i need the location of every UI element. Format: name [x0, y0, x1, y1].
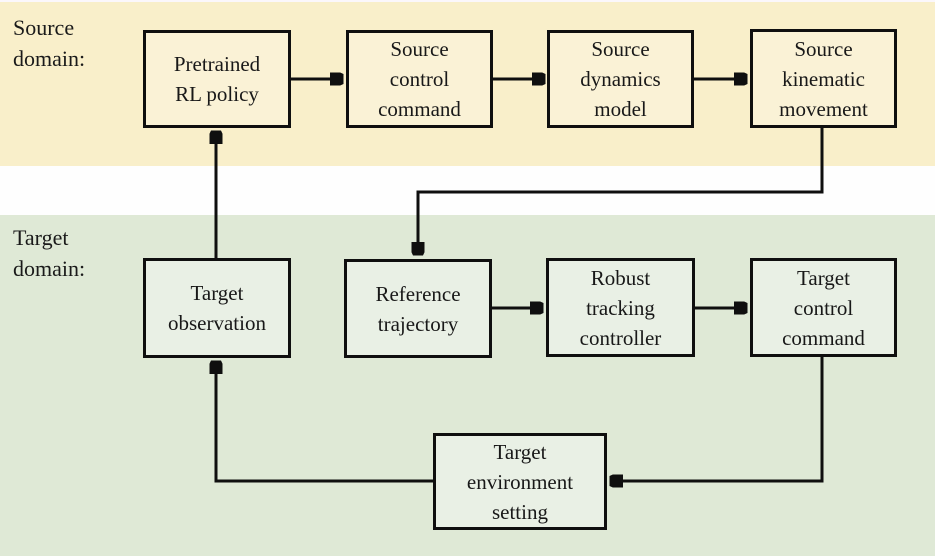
node-pretrained-rl-policy: Pretrained RL policy [143, 30, 291, 128]
node-target-environment-setting: Target environment setting [433, 433, 607, 530]
node-target-control-command: Target control command [750, 258, 897, 357]
node-source-control-command: Source control command [346, 30, 493, 128]
domain-gap-band [0, 166, 935, 215]
node-target-observation: Target observation [143, 258, 291, 358]
target-domain-label: Target domain: [13, 225, 86, 281]
node-reference-trajectory: Reference trajectory [344, 259, 492, 358]
top-edge-sliver [0, 0, 935, 2]
node-source-dynamics-model: Source dynamics model [547, 30, 694, 128]
node-source-kinematic-movement: Source kinematic movement [750, 29, 897, 128]
node-robust-tracking-controller: Robust tracking controller [546, 258, 695, 357]
source-domain-label: Source domain: [13, 15, 86, 71]
